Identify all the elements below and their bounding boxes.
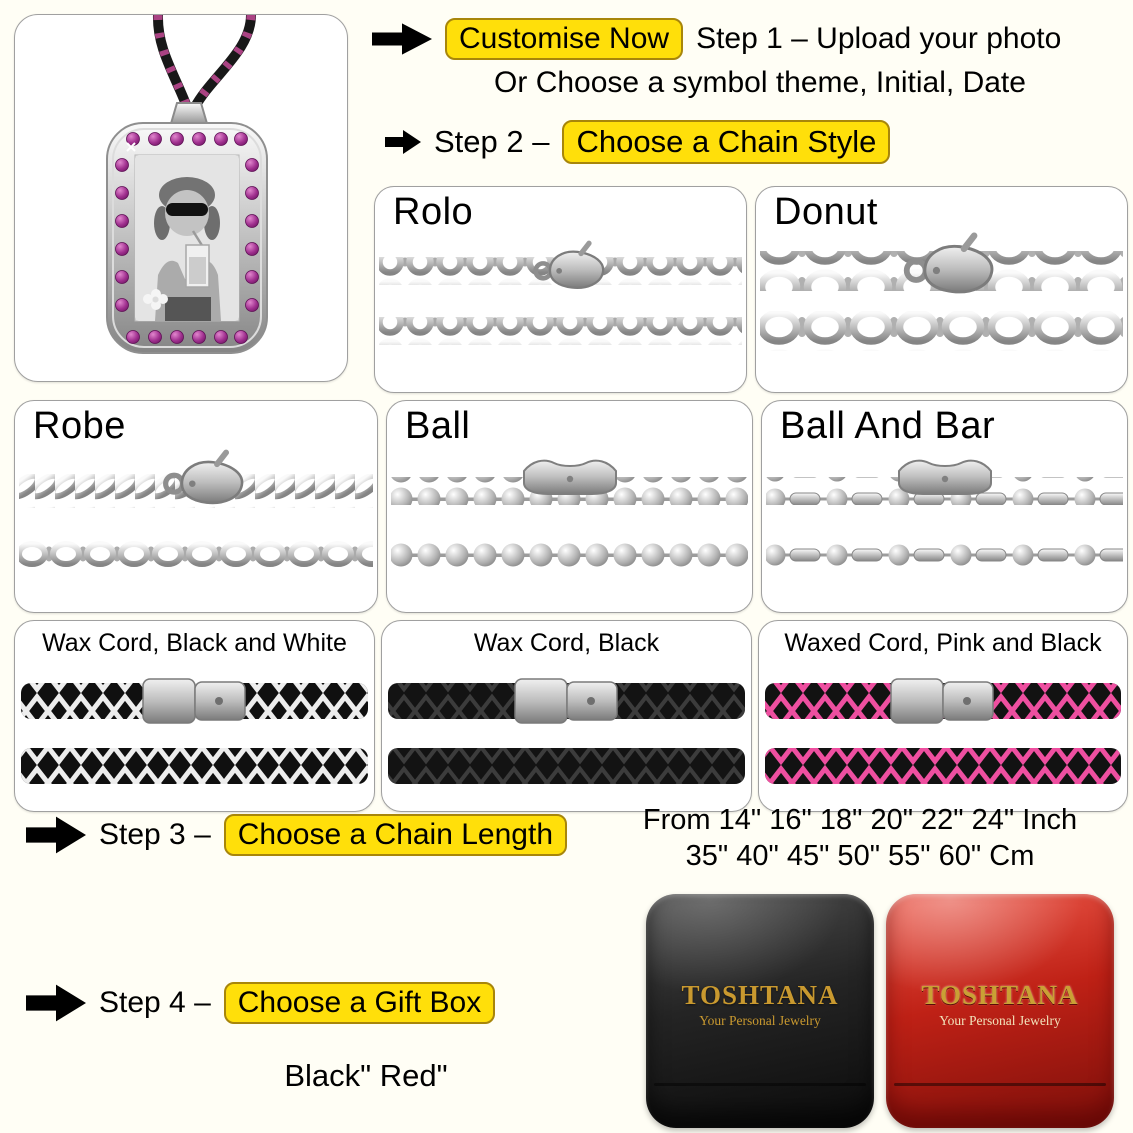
- gift-box-red-text: TOSHTANA Your Personal Jewelry: [886, 980, 1114, 1029]
- step3-label: Step 3 –: [99, 818, 211, 851]
- step2-label: Step 2 –: [434, 124, 550, 159]
- cord-panel-pink-black: Waxed Cord, Pink and Black: [758, 620, 1128, 812]
- choose-gift-box-badge: Choose a Gift Box: [223, 982, 496, 1024]
- wax-cord-bw-illustration: [21, 678, 368, 784]
- choose-chain-length-badge: Choose a Chain Length: [223, 814, 567, 856]
- arrow-right-icon: [26, 984, 86, 1022]
- step4-row: Step 4 – Choose a Gift Box: [26, 982, 496, 1024]
- step1-row: Customise Now Step 1 – Upload your photo: [372, 18, 1061, 60]
- step2-row: Step 2 – Choose a Chain Style: [385, 120, 891, 164]
- arrow-right-icon: [372, 23, 432, 55]
- wax-cord-pink-illustration: [765, 678, 1121, 784]
- donut-chain-illustration: [760, 187, 1123, 351]
- chain-lengths-cm: 35" 40" 45" 50" 55" 60" Cm: [685, 840, 1035, 872]
- rolo-chain-illustration: [379, 187, 742, 345]
- arrow-right-icon: [385, 130, 421, 154]
- chain-panel-ball: Ball: [386, 400, 753, 613]
- cord-panel-black-white: Wax Cord, Black and White: [14, 620, 375, 812]
- gem-ring: [115, 132, 259, 344]
- chain-name-rolo: Rolo: [393, 191, 474, 233]
- chain-panel-donut: Donut: [755, 186, 1128, 393]
- step4-label: Step 4 –: [99, 986, 211, 1019]
- cord-name-pink-black: Waxed Cord, Pink and Black: [784, 629, 1102, 657]
- arrow-right-icon: [26, 816, 86, 854]
- ball-and-bar-chain-illustration: [766, 459, 1123, 570]
- wax-cord-black-illustration: [388, 678, 745, 784]
- ball-chain-illustration: [391, 459, 748, 570]
- chain-name-robe: Robe: [33, 405, 126, 447]
- cord-panel-black: Wax Cord, Black: [381, 620, 752, 812]
- photo-of-girl: [135, 155, 239, 321]
- brand-name: TOSHTANA: [921, 980, 1079, 1010]
- brand-tagline: Your Personal Jewelry: [699, 1013, 821, 1028]
- pendant-photo-illustration: [106, 15, 268, 354]
- step1-text: Step 1 – Upload your photo: [696, 22, 1062, 55]
- chain-lengths: From 14" 16" 18" 20" 22" 24" Inch 35" 40…: [610, 802, 1110, 874]
- chain-name-ball: Ball: [405, 405, 471, 447]
- cord-name-black: Wax Cord, Black: [473, 629, 660, 657]
- chain-panel-ball-and-bar: Ball And Bar: [761, 400, 1128, 613]
- choose-chain-style-badge: Choose a Chain Style: [562, 120, 891, 164]
- gift-box-red: TOSHTANA Your Personal Jewelry: [886, 894, 1114, 1128]
- brand-name: TOSHTANA: [681, 980, 839, 1010]
- chain-name-ball-and-bar: Ball And Bar: [780, 405, 996, 447]
- cord-name-black-white: Wax Cord, Black and White: [42, 629, 347, 657]
- customise-now-badge: Customise Now: [445, 18, 684, 60]
- chain-name-donut: Donut: [774, 191, 878, 233]
- pendant-photo-panel: [14, 14, 348, 382]
- gift-box-black: TOSHTANA Your Personal Jewelry: [646, 894, 874, 1128]
- step1-subtext: Or Choose a symbol theme, Initial, Date: [494, 66, 1026, 99]
- gift-box-black-text: TOSHTANA Your Personal Jewelry: [646, 980, 874, 1029]
- robe-chain-illustration: [19, 401, 373, 573]
- chain-panel-rolo: Rolo: [374, 186, 747, 393]
- chain-lengths-inches: From 14" 16" 18" 20" 22" 24" Inch: [642, 804, 1078, 836]
- chain-panel-robe: Robe: [14, 400, 378, 613]
- brand-tagline: Your Personal Jewelry: [939, 1013, 1061, 1028]
- step3-row: Step 3 – Choose a Chain Length: [26, 814, 567, 856]
- gift-box-color-options: Black" Red": [284, 1058, 448, 1093]
